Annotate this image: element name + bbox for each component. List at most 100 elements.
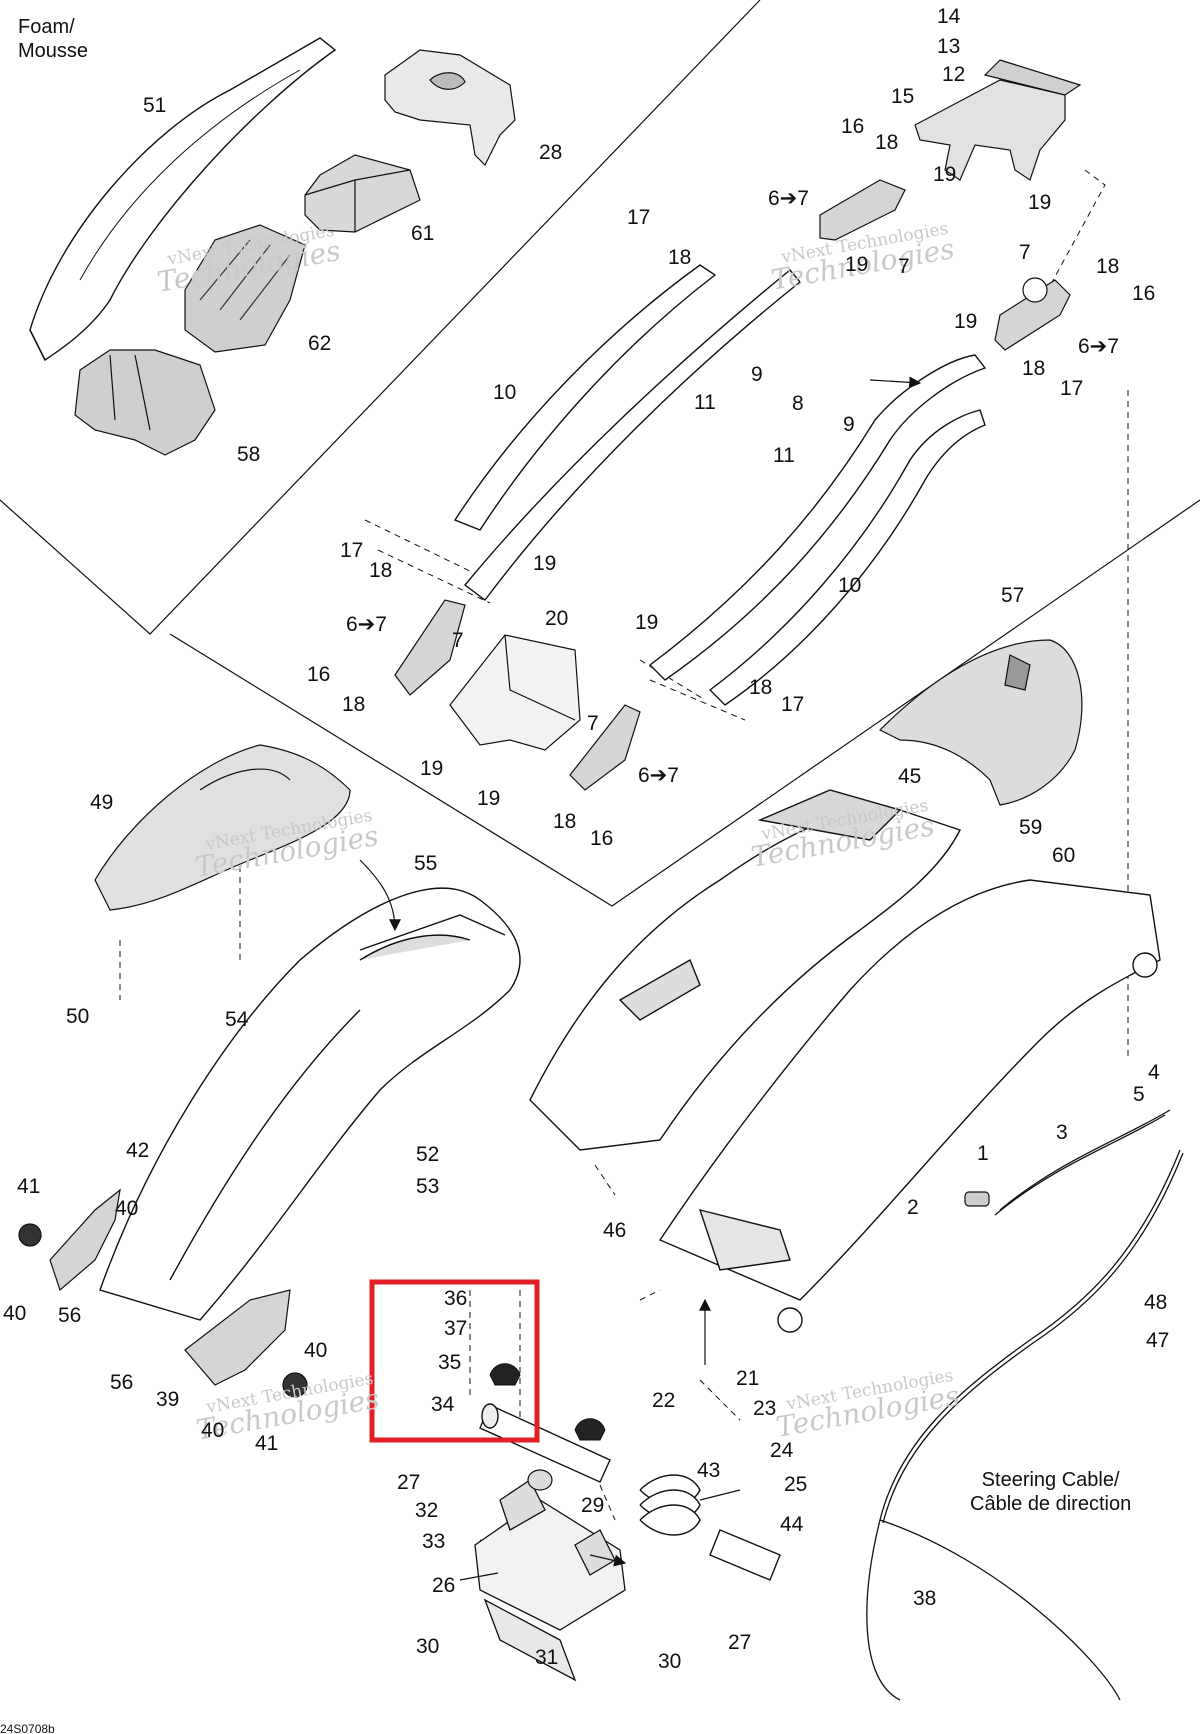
callout-5: 5 [1133, 1083, 1145, 1106]
callout-36: 36 [444, 1287, 468, 1310]
callout-18: 18 [553, 810, 577, 833]
steering-cable-caption: Steering Cable/ Câble de direction [970, 1468, 1131, 1516]
part-43-spring [639, 1474, 741, 1536]
callout-15: 15 [891, 85, 915, 108]
right-frame-rail [658, 879, 1161, 1333]
callout-56: 56 [110, 1371, 134, 1394]
callout-27: 27 [728, 1631, 752, 1654]
part-45-center-chassis [529, 789, 961, 1151]
callout-19: 19 [635, 611, 659, 634]
callout-37: 37 [444, 1317, 468, 1340]
callout-18: 18 [875, 131, 899, 154]
callout-18: 18 [668, 246, 692, 269]
part-1-clip [964, 1191, 990, 1207]
part-44-sleeve [709, 1529, 781, 1581]
callout-6-7: 6➔7 [346, 613, 387, 636]
foam-heading-line2: Mousse [18, 40, 89, 62]
part-51-foam-strip [29, 37, 337, 362]
part-61-foam-block [304, 154, 421, 233]
part-62-foam-block [184, 224, 306, 353]
callout-54: 54 [225, 1008, 249, 1031]
callout-35: 35 [438, 1351, 462, 1374]
callout-13: 13 [937, 35, 961, 58]
callout-44: 44 [780, 1513, 804, 1536]
callout-22: 22 [652, 1389, 676, 1412]
callout-60: 60 [1052, 844, 1076, 867]
callout-18: 18 [342, 693, 366, 716]
callout-20: 20 [545, 607, 569, 630]
callout-61: 61 [411, 222, 435, 245]
callout-8: 8 [792, 392, 804, 415]
part-15-bracket [914, 59, 1082, 181]
callout-18: 18 [1096, 255, 1120, 278]
callout-16: 16 [1132, 282, 1156, 305]
callout-21: 21 [736, 1367, 760, 1390]
callout-19: 19 [845, 253, 869, 276]
callout-17: 17 [781, 693, 805, 716]
part-35-bearing-cap [489, 1363, 606, 1441]
callout-59: 59 [1019, 816, 1043, 839]
callout-11: 11 [773, 444, 795, 467]
callout-49: 49 [90, 791, 114, 814]
foam-heading-line1: Foam/ [18, 16, 75, 38]
callout-7: 7 [898, 255, 910, 278]
part-34-shaft [479, 1403, 611, 1483]
callout-10: 10 [838, 574, 862, 597]
callout-1: 1 [977, 1142, 989, 1165]
steering-cable [866, 1149, 1184, 1701]
callout-40: 40 [3, 1302, 27, 1325]
callout-25: 25 [784, 1473, 808, 1496]
callout-17: 17 [1060, 377, 1084, 400]
callout-48: 48 [1144, 1291, 1168, 1314]
callout-57: 57 [1001, 584, 1025, 607]
callout-16: 16 [307, 663, 331, 686]
callout-16: 16 [841, 115, 865, 138]
drawing-code: 24S0708b [0, 1722, 55, 1734]
callout-51: 51 [143, 94, 167, 117]
callout-39: 39 [156, 1388, 180, 1411]
callout-62: 62 [308, 332, 332, 355]
callout-30: 30 [416, 1635, 440, 1658]
callout-23: 23 [753, 1397, 777, 1420]
callout-19: 19 [933, 163, 957, 186]
callout-3: 3 [1056, 1121, 1068, 1144]
part-54-side-panel [99, 887, 521, 1321]
part-28-foam-cover [384, 49, 516, 167]
callout-6-7: 6➔7 [768, 187, 809, 210]
callout-45: 45 [898, 765, 922, 788]
callout-56: 56 [58, 1304, 82, 1327]
callout-46: 46 [603, 1219, 627, 1242]
callout-30: 30 [658, 1650, 682, 1673]
part-26-base-plate [474, 1479, 626, 1682]
part-29-bumper [527, 1469, 553, 1491]
parts-39-42-left-hardware [18, 1188, 308, 1398]
callout-18: 18 [1022, 357, 1046, 380]
parts-10-11-lower-rails [648, 354, 987, 706]
callout-50: 50 [66, 1005, 90, 1028]
part-3-cable [994, 1109, 1171, 1216]
callout-31: 31 [535, 1646, 559, 1669]
callout-16: 16 [590, 827, 614, 850]
callout-55: 55 [414, 852, 438, 875]
callout-17: 17 [340, 539, 364, 562]
callout-41: 41 [255, 1432, 279, 1455]
callout-4: 4 [1148, 1061, 1160, 1084]
callout-9: 9 [843, 413, 855, 436]
part-57-rear-cover [878, 639, 1083, 806]
callout-18: 18 [369, 559, 393, 582]
direction-arrows [359, 376, 922, 1581]
highlight-box [369, 1279, 540, 1443]
callout-38: 38 [913, 1587, 937, 1610]
callout-18: 18 [749, 676, 773, 699]
callout-24: 24 [770, 1439, 794, 1462]
callout-19: 19 [477, 787, 501, 810]
part-6-bracket-upper [819, 179, 1071, 351]
callout-7: 7 [1019, 241, 1031, 264]
callout-58: 58 [237, 443, 261, 466]
part-20-mount-plate [449, 634, 581, 751]
steering-caption-line2: Câble de direction [970, 1493, 1132, 1515]
callout-6-7: 6➔7 [1078, 335, 1119, 358]
callout-52: 52 [416, 1143, 440, 1166]
callout-26: 26 [432, 1574, 456, 1597]
